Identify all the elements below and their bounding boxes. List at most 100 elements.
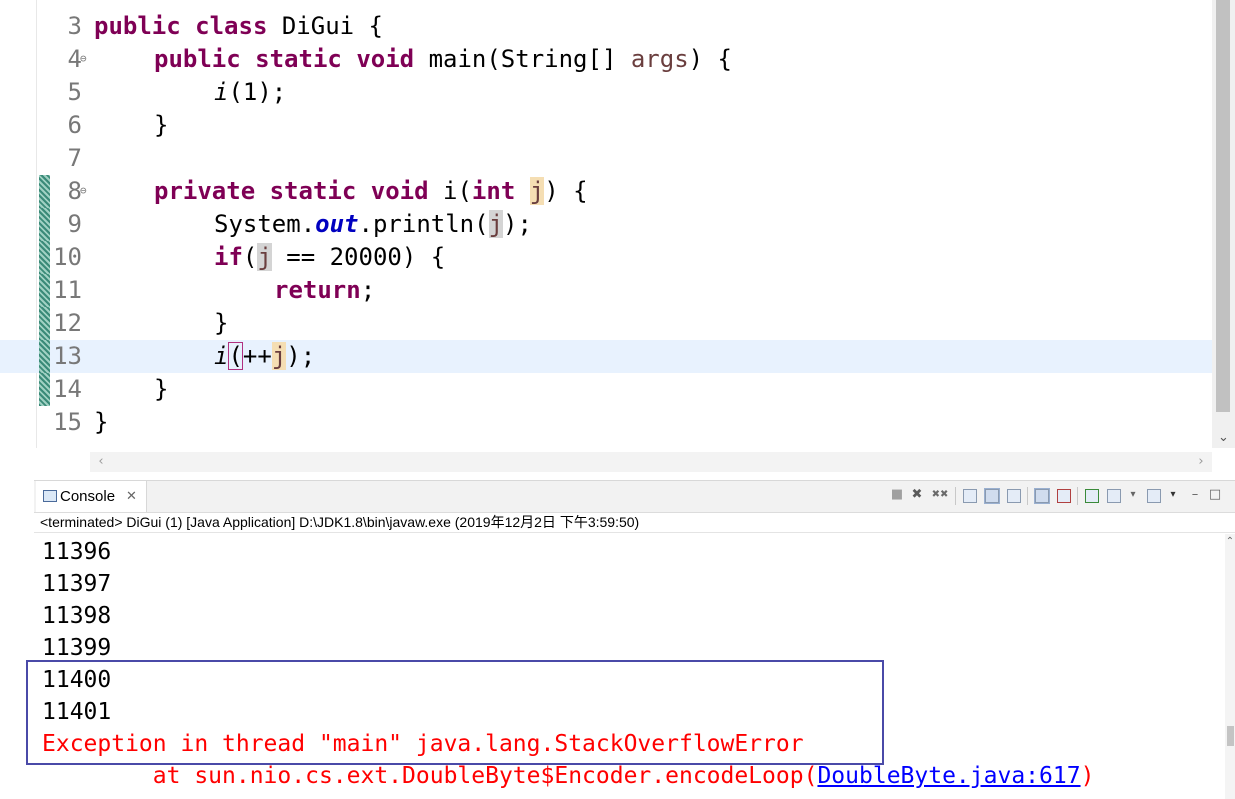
class-name: DiGui xyxy=(281,12,355,40)
editor-vertical-scrollbar[interactable]: ⌄ xyxy=(1212,0,1235,448)
scroll-lock-icon[interactable] xyxy=(984,488,1000,504)
line-number: 9 xyxy=(67,210,82,238)
code-text[interactable]: return; xyxy=(274,274,375,307)
call-arguments: (1); xyxy=(228,78,287,106)
paren: ( xyxy=(242,243,258,271)
chevron-left-icon[interactable]: ‹ xyxy=(98,454,104,469)
trace-text: ) xyxy=(1080,763,1095,789)
code-line-8[interactable]: 8 ⊖ private static void i(int j) { xyxy=(0,175,1212,208)
scrollbar-thumb[interactable] xyxy=(1227,726,1234,746)
editor-horizontal-scrollbar[interactable]: ‹ › xyxy=(90,452,1212,472)
scrollbar-thumb[interactable] xyxy=(1216,0,1230,412)
keyword: public xyxy=(154,45,241,73)
call-end: ); xyxy=(503,210,532,238)
line-number: 8 xyxy=(67,177,82,205)
show-on-stdout-icon[interactable] xyxy=(1034,488,1050,504)
chevron-right-icon[interactable]: › xyxy=(1198,454,1204,469)
code-line-13[interactable]: 13 i(++j); xyxy=(0,340,1212,373)
code-line-9[interactable]: 9 System.out.println(j); xyxy=(0,208,1212,241)
output-line: 11397 xyxy=(42,571,112,597)
console-vertical-scrollbar[interactable]: ⌃ xyxy=(1225,534,1235,799)
terminate-icon[interactable]: ■ xyxy=(890,487,904,502)
code-text[interactable]: public static void main(String[] args) { xyxy=(154,43,732,76)
console-process-status: <terminated> DiGui (1) [Java Application… xyxy=(34,512,1235,533)
keyword: void xyxy=(356,45,415,73)
source-link[interactable]: DoubleByte.java:617 xyxy=(817,763,1081,789)
keyword: return xyxy=(274,276,361,304)
change-marker xyxy=(39,307,50,340)
chevron-down-icon[interactable]: ▾ xyxy=(1170,489,1176,500)
console-toolbar: ■ ✖ ✖✖ ▾ ▾ – □ xyxy=(885,481,1235,512)
code-text[interactable]: i(++j); xyxy=(214,340,315,373)
code-line-15[interactable]: 15 } xyxy=(0,406,1212,439)
remove-all-terminated-icon[interactable]: ✖✖ xyxy=(931,489,949,500)
output-line: 11401 xyxy=(42,699,112,725)
line-number: 11 xyxy=(53,276,82,304)
code-line-4[interactable]: 4 ⊖ public static void main(String[] arg… xyxy=(0,43,1212,76)
clear-console-icon[interactable] xyxy=(963,489,977,503)
code-line-14[interactable]: 14 } xyxy=(0,373,1212,406)
code-text[interactable]: } xyxy=(94,408,109,436)
code-line-5[interactable]: 5 i(1); xyxy=(0,76,1212,109)
fold-collapse-icon[interactable]: ⊖ xyxy=(80,184,87,197)
keyword: public xyxy=(94,12,181,40)
parameter-occurrence: j xyxy=(257,243,272,271)
call-end: ); xyxy=(286,342,316,370)
chevron-up-icon[interactable]: ⌃ xyxy=(1225,536,1235,547)
bracket-match: ( xyxy=(228,342,243,370)
line-number: 13 xyxy=(53,342,82,370)
code-text[interactable]: } xyxy=(214,309,229,337)
console-icon xyxy=(43,490,57,502)
code-text[interactable]: i(1); xyxy=(214,76,286,109)
line-number: 12 xyxy=(53,309,82,337)
signature-end: ) { xyxy=(544,177,588,205)
signature-end: ) { xyxy=(688,45,733,73)
word-wrap-icon[interactable] xyxy=(1007,489,1021,503)
change-marker xyxy=(39,175,50,208)
code-text[interactable]: if(j == 20000) { xyxy=(214,241,445,274)
code-text[interactable]: System.out.println(j); xyxy=(214,208,532,241)
class-ref: System. xyxy=(214,210,316,238)
pin-console-icon[interactable] xyxy=(1085,489,1099,503)
change-marker xyxy=(39,274,50,307)
code-line-3[interactable]: 3 public class DiGui { xyxy=(0,10,1212,43)
keyword: static xyxy=(269,177,357,205)
chevron-down-icon[interactable]: ▾ xyxy=(1130,489,1136,500)
code-line-7[interactable]: 7 xyxy=(0,142,1212,175)
tab-console[interactable]: Console ✕ xyxy=(36,481,147,512)
line-number: 15 xyxy=(53,408,82,436)
keyword: int xyxy=(471,177,516,205)
open-console-icon[interactable] xyxy=(1147,489,1161,503)
code-line-6[interactable]: 6 } xyxy=(0,109,1212,142)
change-marker xyxy=(39,373,50,406)
output-line: 11398 xyxy=(42,603,112,629)
code-text[interactable]: } xyxy=(154,111,169,139)
parameter-occurrence: j xyxy=(271,342,287,370)
static-field: out xyxy=(315,210,359,238)
code-text[interactable]: private static void i(int j) { xyxy=(154,175,588,208)
code-text[interactable]: } xyxy=(154,375,169,403)
code-text[interactable]: public class DiGui { xyxy=(94,10,383,43)
parameter-occurrence: j xyxy=(529,177,545,205)
chevron-down-icon[interactable]: ⌄ xyxy=(1218,430,1229,445)
close-icon[interactable]: ✕ xyxy=(126,488,137,503)
fold-collapse-icon[interactable]: ⊖ xyxy=(80,52,87,65)
remove-launch-icon[interactable]: ✖ xyxy=(911,487,923,502)
maximize-icon[interactable]: □ xyxy=(1208,487,1222,502)
operator: ++ xyxy=(242,342,272,370)
brace: { xyxy=(354,12,384,40)
code-line-12[interactable]: 12 } xyxy=(0,307,1212,340)
code-editor[interactable]: 3 public class DiGui { 4 ⊖ public static… xyxy=(0,0,1235,476)
console-output[interactable]: 11396 11397 11398 11399 11400 11401 Exce… xyxy=(34,534,1225,799)
console-tab-bar: Console ✕ ■ ✖ ✖✖ ▾ ▾ – □ xyxy=(34,480,1235,513)
code-line-10[interactable]: 10 if(j == 20000) { xyxy=(0,241,1212,274)
display-selected-console-icon[interactable] xyxy=(1107,489,1121,503)
line-number: 10 xyxy=(53,243,82,271)
tab-label: Console xyxy=(60,488,116,505)
parameter: args xyxy=(630,45,689,73)
minimize-icon[interactable]: – xyxy=(1191,487,1199,502)
change-marker xyxy=(39,340,50,373)
code-line-11[interactable]: 11 return; xyxy=(0,274,1212,307)
show-on-stderr-icon[interactable] xyxy=(1057,489,1071,503)
trace-text: at sun.nio.cs.ext.DoubleByte$Encoder.enc… xyxy=(42,763,818,789)
